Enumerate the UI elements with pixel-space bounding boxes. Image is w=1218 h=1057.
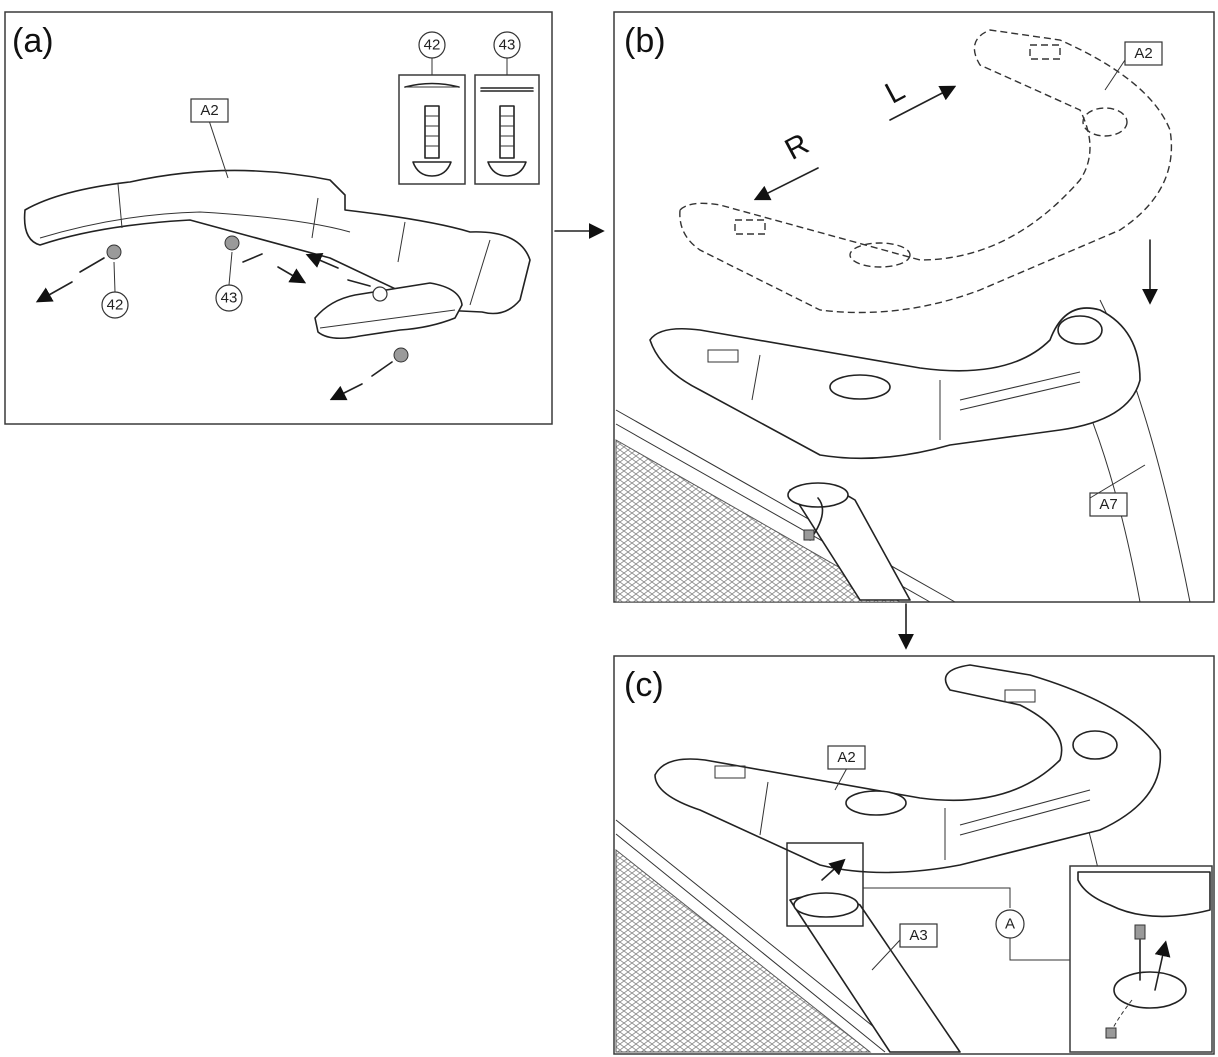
callout-43-inset: 43	[493, 31, 521, 75]
svg-text:A2: A2	[200, 102, 218, 119]
callout-43-panel-a: 43	[215, 251, 243, 312]
callout-a3-panel-c: A3	[871, 923, 938, 971]
callout-detail-a: A	[995, 909, 1070, 961]
callout-a2-panel-a: A2	[190, 98, 229, 179]
callout-42-inset: 42	[418, 31, 446, 75]
handlebar-cover-a2	[23, 169, 531, 340]
callout-a2-panel-c: A2	[827, 745, 866, 791]
handlebar-solid-panel-b	[649, 307, 1141, 460]
upright-a7	[615, 299, 1191, 603]
callout-a7-panel-b: A7	[1089, 464, 1146, 517]
callout-42-panel-a: 42	[101, 261, 129, 319]
svg-text:A: A	[1005, 916, 1015, 933]
screw-43-inset	[474, 74, 540, 185]
svg-text:42: 42	[424, 37, 441, 54]
panel-c: (c) A2 A3	[613, 655, 1215, 1055]
panel-a: (a) 42 43	[4, 11, 553, 425]
panel-a-label: (a)	[12, 22, 54, 60]
svg-text:43: 43	[499, 37, 516, 54]
callout-a2-panel-b: A2	[1104, 41, 1163, 91]
screw-42-inset	[398, 74, 466, 185]
arrows-panel-a	[35, 253, 363, 401]
detail-box-small	[786, 842, 1011, 927]
svg-text:43: 43	[221, 290, 238, 307]
svg-text:A7: A7	[1099, 496, 1117, 513]
handlebar-dashed-panel-b	[679, 29, 1173, 314]
svg-text:A2: A2	[1134, 45, 1152, 62]
svg-text:A3: A3	[909, 927, 927, 944]
panel-b: (b) A2	[613, 11, 1215, 603]
screws-panel-a	[79, 235, 409, 377]
detail-a-inset	[1069, 865, 1213, 1053]
handlebar-solid-panel-c	[654, 664, 1162, 874]
svg-text:A2: A2	[837, 749, 855, 766]
panel-b-label: (b)	[624, 22, 666, 60]
panel-c-label: (c)	[624, 666, 664, 704]
svg-text:42: 42	[107, 297, 124, 314]
